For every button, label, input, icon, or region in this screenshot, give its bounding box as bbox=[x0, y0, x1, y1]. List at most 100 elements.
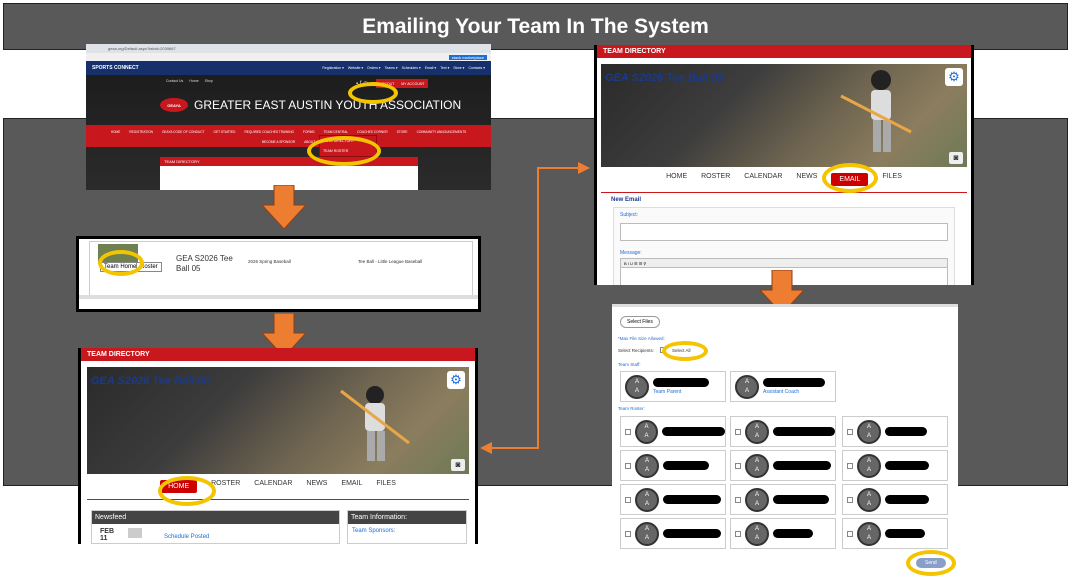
nav-item[interactable]: Contacts ▾ bbox=[468, 66, 485, 70]
nav-item[interactable]: Orders ▾ bbox=[367, 66, 381, 70]
tab-files[interactable]: FILES bbox=[376, 480, 396, 487]
highlight-login bbox=[348, 82, 398, 104]
screenshot-team-list: Team Home Roster GEA S2026 Tee Ball 05 2… bbox=[76, 236, 481, 312]
stack-marketplace-button[interactable]: stack marketplace bbox=[448, 54, 487, 60]
subject-input[interactable] bbox=[620, 223, 948, 241]
redacted-name bbox=[885, 427, 927, 436]
recipient-checkbox[interactable] bbox=[847, 462, 853, 469]
tab-files[interactable]: FILES bbox=[882, 173, 902, 180]
my-account-button[interactable]: MY ACCOUNT bbox=[401, 81, 425, 86]
main-menu-item[interactable]: FORMS bbox=[303, 130, 315, 134]
staff-role: Assistant Coach bbox=[763, 389, 800, 395]
recipient-checkbox[interactable] bbox=[735, 428, 741, 435]
recipient-checkbox[interactable] bbox=[847, 496, 853, 503]
nav-item[interactable]: Text ▾ bbox=[440, 66, 450, 70]
redacted-name bbox=[773, 461, 831, 470]
redacted-name bbox=[773, 495, 829, 504]
recipient-checkbox[interactable] bbox=[625, 530, 631, 537]
redacted-name bbox=[885, 529, 925, 538]
tab-roster[interactable]: ROSTER bbox=[701, 173, 731, 180]
staff-role: Team Parent bbox=[653, 389, 682, 395]
recipient-checkbox[interactable] bbox=[625, 428, 631, 435]
select-files-button[interactable]: Select Files bbox=[620, 316, 660, 328]
tab-roster[interactable]: ROSTER bbox=[211, 480, 241, 487]
nav-item[interactable]: Teams ▾ bbox=[384, 66, 398, 70]
main-menu-item[interactable]: HOME bbox=[110, 130, 121, 134]
main-menu-item[interactable]: COMMUNITY ANNOUNCEMENTS bbox=[416, 130, 467, 134]
utility-link[interactable]: Shop bbox=[204, 79, 213, 83]
main-menu-item[interactable]: GEAYA CODE OF CONDUCT bbox=[161, 130, 205, 134]
message-toolbar[interactable]: B I U ☰ ☰ ⚲ bbox=[620, 258, 948, 268]
recipient-checkbox[interactable] bbox=[847, 530, 853, 537]
tab-news[interactable]: NEWS bbox=[306, 480, 328, 487]
team-roster-label: Team Roster: bbox=[618, 406, 645, 411]
recipient-checkbox[interactable] bbox=[735, 530, 741, 537]
tab-home[interactable]: HOME bbox=[666, 173, 688, 180]
recipient-checkbox[interactable] bbox=[847, 428, 853, 435]
highlight-send bbox=[906, 550, 956, 576]
post-title[interactable]: Schedule Posted bbox=[164, 534, 210, 540]
sports-connect-nav: SPORTS CONNECT Registration ▾Website ▾Or… bbox=[86, 61, 491, 75]
camera-icon[interactable]: ◙ bbox=[451, 459, 465, 471]
browser-address-bar[interactable]: gesa.org/Default.aspx?tabid=2039667 bbox=[86, 44, 491, 53]
redacted-name bbox=[763, 378, 825, 387]
gear-icon[interactable]: ⚙ bbox=[447, 371, 465, 389]
url-text: gesa.org/Default.aspx?tabid=2039667 bbox=[108, 46, 176, 51]
brand-logo: SPORTS CONNECT bbox=[92, 65, 139, 71]
main-menu-item[interactable]: TEAM CENTRAL bbox=[323, 130, 349, 134]
tab-email[interactable]: EMAIL bbox=[341, 480, 363, 487]
tab-calendar[interactable]: CALENDAR bbox=[254, 480, 293, 487]
main-menu: HOME REGISTRATION GEAYA CODE OF CONDUCT GET… bbox=[86, 125, 491, 147]
nav-item[interactable]: Registration ▾ bbox=[322, 66, 344, 70]
tab-news[interactable]: NEWS bbox=[796, 173, 818, 180]
main-menu-item[interactable]: GET STARTED bbox=[213, 130, 236, 134]
team-staff-label: Team Staff: bbox=[618, 362, 641, 367]
recipient-checkbox[interactable] bbox=[625, 496, 631, 503]
tee-ball-player-image bbox=[340, 386, 410, 461]
main-menu-item[interactable]: ABOUT bbox=[304, 140, 316, 144]
main-menu-item[interactable]: STORE bbox=[396, 130, 408, 134]
max-file-size: *Max File Size Allowed: bbox=[618, 336, 665, 341]
main-menu-item[interactable]: COACHES CORNER bbox=[357, 130, 388, 134]
post-day: 11 bbox=[100, 535, 108, 542]
main-menu-item[interactable]: REGISTRATION bbox=[129, 130, 153, 134]
recipient-checkbox[interactable] bbox=[735, 462, 741, 469]
nav-item[interactable]: Website ▾ bbox=[347, 66, 364, 70]
tab-calendar[interactable]: CALENDAR bbox=[744, 173, 783, 180]
recipient-checkbox[interactable] bbox=[735, 496, 741, 503]
new-email-title: New Email bbox=[611, 197, 642, 203]
main-menu-item[interactable]: REQUIRED COACHES TRAINING bbox=[244, 130, 295, 134]
main-menu-item[interactable]: BECOME A SPONSOR bbox=[261, 140, 296, 144]
recipient-checkbox[interactable] bbox=[625, 462, 631, 469]
nav-item[interactable]: Schedules ▾ bbox=[401, 66, 421, 70]
org-name: GREATER EAST AUSTIN YOUTH ASSOCIATION bbox=[194, 98, 462, 112]
utility-link[interactable]: Contact Us bbox=[166, 79, 184, 83]
arrow-down-icon bbox=[262, 313, 306, 357]
gear-icon[interactable]: ⚙ bbox=[945, 68, 963, 86]
nav-item[interactable]: Store ▾ bbox=[453, 66, 465, 70]
camera-icon[interactable]: ◙ bbox=[949, 152, 963, 164]
page-banner: Emailing Your Team In The System bbox=[3, 3, 1068, 50]
nav-item[interactable]: Email ▾ bbox=[424, 66, 437, 70]
utility-link[interactable]: Home bbox=[189, 79, 199, 83]
